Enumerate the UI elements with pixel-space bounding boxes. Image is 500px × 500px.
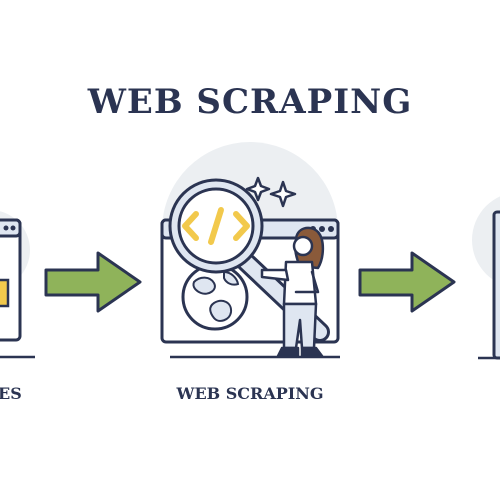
yellow-block-icon (0, 278, 10, 308)
step-left-caption: ES (0, 384, 22, 403)
step-center-caption: WEB SCRAPING (176, 384, 324, 403)
arrow-right-icon (358, 251, 456, 313)
step-left-browser-window (0, 218, 22, 342)
globe-icon (181, 263, 249, 331)
step-right-device (492, 210, 500, 360)
step-left (0, 211, 35, 359)
code-brackets-icon (182, 207, 250, 245)
page-title: WEB SCRAPING (87, 82, 413, 122)
step-center (160, 142, 340, 359)
person-figure (260, 226, 325, 358)
arrow-right-icon (44, 251, 142, 313)
step-right (472, 196, 500, 360)
sparkle-icon (245, 176, 297, 208)
